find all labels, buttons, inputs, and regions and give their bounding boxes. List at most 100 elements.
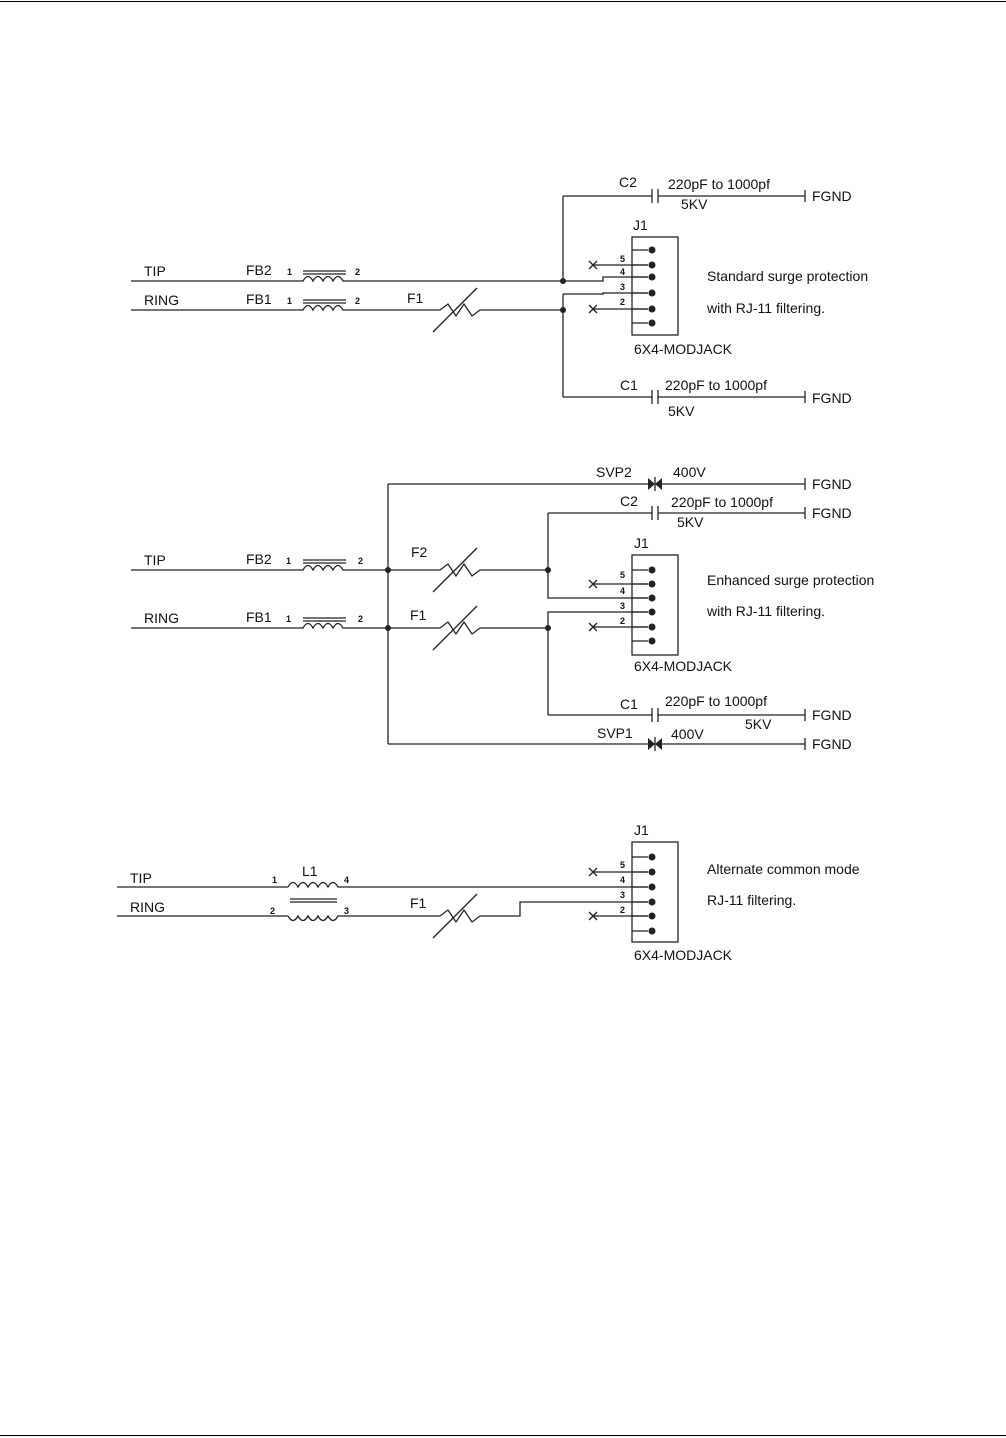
jack-contact-dot bbox=[648, 912, 656, 920]
pin-label: 2 bbox=[358, 556, 363, 566]
c2-value: 220pF to 1000pf bbox=[671, 494, 773, 510]
jack-contact-dot bbox=[648, 273, 656, 281]
fb1-label: FB1 bbox=[246, 291, 272, 307]
l1-coil-top bbox=[287, 881, 345, 889]
f1-fuse-slash bbox=[432, 893, 478, 939]
jack-pin-number: 4 bbox=[620, 875, 625, 885]
pin-label: 1 bbox=[286, 614, 291, 624]
jack-name-label: 6X4-MODJACK bbox=[634, 658, 733, 674]
fgnd-label: FGND bbox=[812, 505, 852, 521]
f1-label: F1 bbox=[407, 290, 424, 306]
jack-contact-dot bbox=[648, 637, 656, 645]
jack-pin3-wire bbox=[563, 292, 648, 295]
jack-contact-dot bbox=[648, 289, 656, 297]
fb1-core bbox=[303, 617, 346, 622]
f2-label: F2 bbox=[411, 544, 428, 560]
fb1-coil bbox=[288, 304, 355, 312]
svp2-voltage: 400V bbox=[673, 464, 706, 480]
ring-junction bbox=[385, 625, 391, 631]
fgnd-label: FGND bbox=[812, 188, 852, 204]
jack-contact-dot bbox=[648, 246, 656, 254]
c1-cap bbox=[651, 390, 659, 404]
pin-label: 1 bbox=[287, 296, 292, 306]
c2-label: C2 bbox=[619, 174, 637, 190]
jack-pin-number: 5 bbox=[620, 570, 625, 580]
ring-label: RING bbox=[130, 899, 165, 915]
description-line2: with RJ-11 filtering. bbox=[706, 300, 825, 316]
f1-label: F1 bbox=[410, 895, 427, 911]
fb1-label: FB1 bbox=[246, 609, 272, 625]
jack-pin-number: 5 bbox=[620, 860, 625, 870]
pin-label: 4 bbox=[344, 875, 349, 885]
c2-value: 220pF to 1000pf bbox=[668, 176, 770, 192]
jack-contact-dot bbox=[648, 594, 656, 602]
jack-j1-body bbox=[631, 236, 679, 336]
tip-label: TIP bbox=[130, 870, 152, 886]
jack-contacts bbox=[632, 856, 648, 932]
ring-label: RING bbox=[144, 292, 179, 308]
c1-value: 220pF to 1000pf bbox=[665, 693, 767, 709]
jack-pin-number: 2 bbox=[620, 905, 625, 915]
c2-voltage: 5KV bbox=[677, 514, 704, 530]
c1-value: 220pF to 1000pf bbox=[665, 377, 767, 393]
ring-label: RING bbox=[144, 610, 179, 626]
schematic-enhanced: TIP RING FB2 FB1 1 2 1 2 F2 F1 SVP2 400V… bbox=[131, 464, 874, 752]
f2-fuse-slash bbox=[432, 547, 478, 593]
f1-fuse-slash bbox=[432, 605, 478, 651]
nc-mark-2 bbox=[588, 304, 598, 314]
fb1-core bbox=[303, 299, 346, 304]
c1-voltage: 5KV bbox=[745, 716, 772, 732]
schematic-standard: TIP RING FB2 FB1 1 2 1 2 F1 C2 220pF to … bbox=[131, 174, 868, 419]
jack-pin4-wire bbox=[547, 570, 648, 599]
f1-fuse bbox=[388, 620, 548, 636]
pin-label: 1 bbox=[286, 556, 291, 566]
f1-fuse bbox=[345, 901, 648, 924]
svp1-label: SVP1 bbox=[597, 725, 633, 741]
jack-contacts bbox=[632, 249, 648, 324]
c1-label: C1 bbox=[620, 696, 638, 712]
jack-ref-label: J1 bbox=[633, 217, 648, 233]
tip-junction bbox=[385, 567, 391, 573]
jack-pin-number: 5 bbox=[620, 254, 625, 264]
fb1-coil bbox=[288, 622, 388, 630]
fb2-label: FB2 bbox=[246, 262, 272, 278]
schematic-common-mode: TIP RING L1 1 2 3 4 F1 J1 6X4-MODJACK 5 … bbox=[117, 822, 860, 963]
jack-contact-dot bbox=[648, 261, 656, 269]
svp1-voltage: 400V bbox=[671, 726, 704, 742]
jack-ref-label: J1 bbox=[634, 535, 649, 551]
fgnd-label: FGND bbox=[812, 476, 852, 492]
c1-voltage: 5KV bbox=[668, 403, 695, 419]
jack-j1-body bbox=[631, 841, 679, 943]
jack-pin3-wire bbox=[547, 611, 648, 628]
nc-mark-1 bbox=[588, 579, 598, 589]
description-line2: RJ-11 filtering. bbox=[707, 892, 796, 908]
jack-contact-dot bbox=[648, 566, 656, 574]
jack-contact-dot bbox=[648, 927, 656, 935]
f1-fuse bbox=[355, 302, 563, 318]
fb2-core bbox=[303, 270, 346, 275]
c2-label: C2 bbox=[620, 493, 638, 509]
nc-mark-2 bbox=[588, 911, 598, 921]
pin-label: 1 bbox=[272, 875, 277, 885]
l1-coil-bottom bbox=[287, 914, 345, 922]
nc-mark-1 bbox=[588, 260, 598, 270]
jack-contacts bbox=[632, 569, 648, 642]
svp2-label: SVP2 bbox=[596, 464, 632, 480]
pin-label: 2 bbox=[270, 906, 275, 916]
pin-label: 3 bbox=[344, 906, 349, 916]
fgnd-label: FGND bbox=[812, 736, 852, 752]
fb2-coil bbox=[288, 564, 388, 572]
pin-label: 1 bbox=[287, 267, 292, 277]
jack-contact-dot bbox=[648, 853, 656, 861]
nc-mark-2 bbox=[588, 622, 598, 632]
pin-label: 2 bbox=[355, 267, 360, 277]
fb2-label: FB2 bbox=[246, 551, 272, 567]
fb2-core bbox=[303, 559, 346, 564]
fgnd-label: FGND bbox=[812, 390, 852, 406]
description-line1: Enhanced surge protection bbox=[707, 572, 874, 588]
jack-pin-number: 2 bbox=[620, 297, 625, 307]
jack-contact-dot bbox=[648, 305, 656, 313]
description-line1: Standard surge protection bbox=[707, 268, 868, 284]
jack-contact-dot bbox=[648, 883, 656, 891]
